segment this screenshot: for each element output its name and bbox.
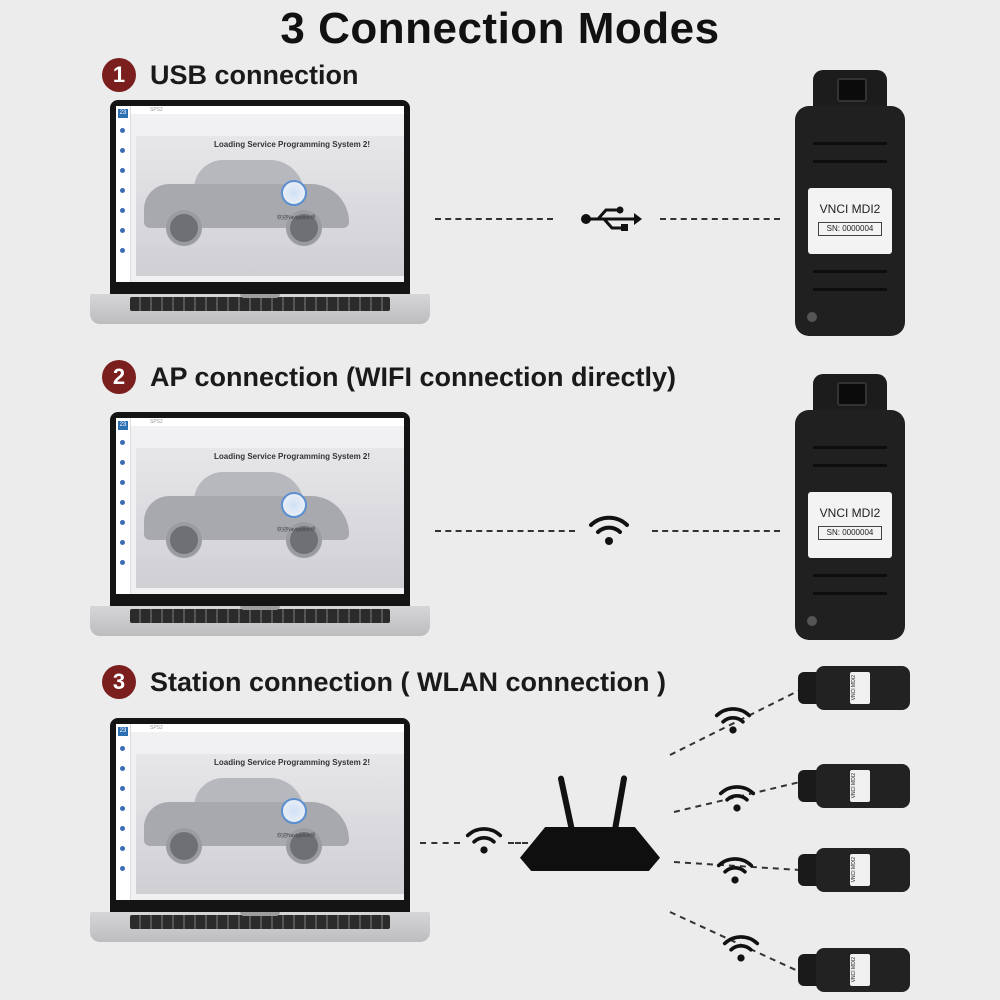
connector-line [508,842,528,844]
wifi-icon [722,935,760,962]
screw-icon [807,312,817,322]
sidebar-icon [120,560,125,565]
vnci-device-station-4: VNCI MDI2 [798,948,910,992]
sidebar-icon [120,188,125,193]
laptop-lid: SPS2 23 Loading Service Programming Syst… [110,412,410,608]
connector-line [420,842,460,844]
vnci-device-usb: VNCI MDI2 SN: 0000004 [795,70,905,336]
laptop-screen: SPS2 23 Loading Service Programming Syst… [116,418,404,594]
vnci-device-station-1: VNCI MDI2 [798,666,910,710]
app-logo: 23 [118,727,128,736]
connector-line [435,218,553,220]
keyboard [130,297,390,311]
section-1-header: 1 USB connection [102,58,359,92]
app-logo: 23 [118,421,128,430]
laptop-usb: SPS2 23 Loading Service Programming Syst… [90,100,430,332]
vnci-device-station-3: VNCI MDI2 [798,848,910,892]
vnci-device-station-2: VNCI MDI2 [798,764,910,808]
connector-line [652,530,780,532]
loading-text: Loading Service Programming System 2! [214,140,371,149]
laptop-station: SPS2 23 Loading Service Programming Syst… [90,718,430,950]
section-3-label: Station connection ( WLAN connection ) [150,666,666,697]
sidebar-icon [120,846,125,851]
sidebar-icon [120,248,125,253]
section-2-badge: 2 [102,360,136,394]
sidebar-icon [120,866,125,871]
wifi-router [520,774,660,885]
sidebar-icon [120,520,125,525]
wifi-icon [714,707,752,734]
connector-line [435,530,575,532]
keyboard [130,915,390,929]
laptop-screen: SPS2 23 Loading Service Programming Syst… [116,724,404,900]
wifi-icon [716,857,754,884]
device-label: VNCI MDI2 SN: 0000004 [808,492,892,558]
sidebar-icon [120,460,125,465]
loading-spinner-icon [281,798,307,824]
page-title: 3 Connection Modes [280,4,720,53]
loading-text: Loading Service Programming System 2! [214,452,371,461]
wifi-icon [465,827,503,854]
sidebar-icon [120,208,125,213]
section-1-badge: 1 [102,58,136,92]
loading-text: Loading Service Programming System 2! [214,758,371,767]
device-label: VNCI MDI2 [850,770,870,802]
section-3-badge: 3 [102,665,136,699]
navigation-text: 欢迎Navigation界 [277,527,316,533]
sidebar-icon [120,148,125,153]
sidebar-icon [120,480,125,485]
app-sidebar: 23 [116,106,131,282]
loading-spinner-icon [281,180,307,206]
device-label: VNCI MDI2 [850,954,870,986]
router-fanout-lines [669,689,801,973]
wifi-icon [589,515,629,545]
screw-icon [807,616,817,626]
sidebar-icon [120,168,125,173]
router-body [520,827,660,871]
sidebar-icon [120,826,125,831]
sidebar-icon [120,440,125,445]
device-name: VNCI MDI2 [819,506,881,520]
device-name: VNCI MDI2 [819,202,881,216]
vnci-device-ap: VNCI MDI2 SN: 0000004 [795,374,905,640]
sidebar-icon [120,786,125,791]
section-2-header: 2 AP connection (WIFI connection directl… [102,360,676,394]
connector-line [660,218,780,220]
device-label: VNCI MDI2 [850,854,870,886]
app-sidebar: 23 [116,724,131,900]
wifi-icon [718,785,756,812]
loading-spinner-icon [281,492,307,518]
device-label: VNCI MDI2 SN: 0000004 [808,188,892,254]
navigation-text: 欢迎Navigation界 [277,215,316,221]
laptop-lid: SPS2 23 Loading Service Programming Syst… [110,100,410,296]
device-label: VNCI MDI2 [850,672,870,704]
device-serial: SN: 0000004 [818,526,882,540]
sidebar-icon [120,540,125,545]
laptop-screen: SPS2 23 Loading Service Programming Syst… [116,106,404,282]
app-logo: 23 [118,109,128,118]
section-1-label: USB connection [150,59,359,90]
section-2-label: AP connection (WIFI connection directly) [150,361,677,392]
sidebar-icon [120,128,125,133]
sidebar-icon [120,806,125,811]
keyboard [130,609,390,623]
sidebar-icon [120,500,125,505]
app-sidebar: 23 [116,418,131,594]
laptop-lid: SPS2 23 Loading Service Programming Syst… [110,718,410,914]
sidebar-icon [120,746,125,751]
navigation-text: 欢迎Navigation界 [277,833,316,839]
sidebar-icon [120,766,125,771]
laptop-ap: SPS2 23 Loading Service Programming Syst… [90,412,430,644]
usb-icon [581,206,642,231]
device-serial: SN: 0000004 [818,222,882,236]
section-3-header: 3 Station connection ( WLAN connection ) [102,665,666,699]
sidebar-icon [120,228,125,233]
